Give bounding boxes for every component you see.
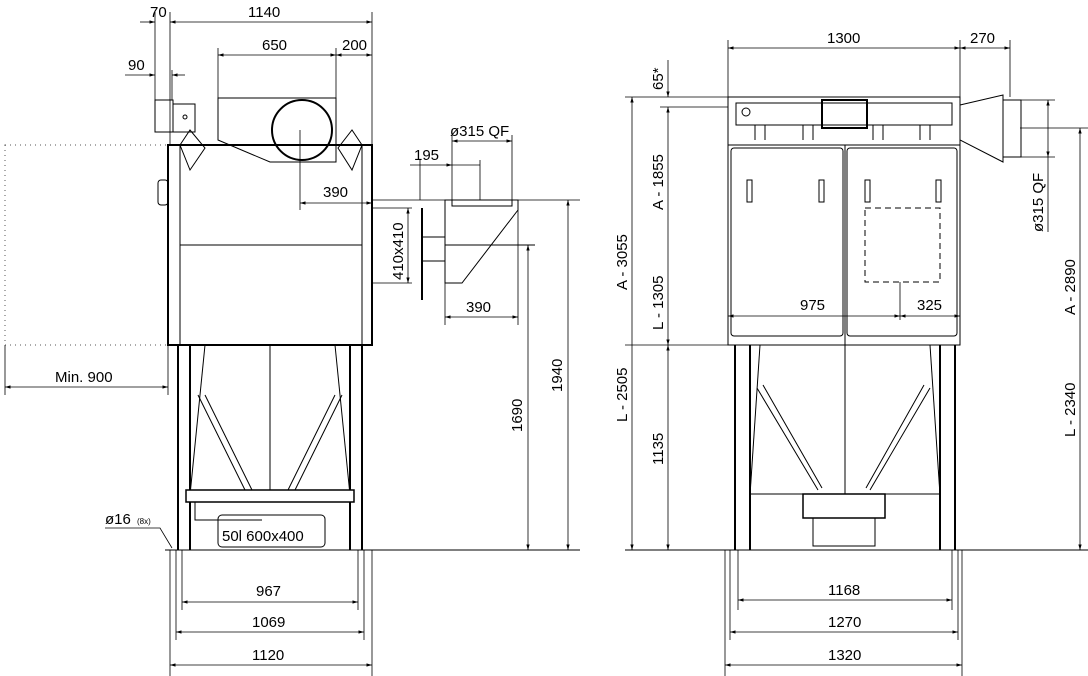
dim-410x410: 410x410 [390, 222, 407, 280]
dim-1135: 1135 [650, 433, 667, 465]
dim-l-1305: L - 1305 [650, 276, 667, 331]
dim-a-3055: A - 3055 [614, 234, 631, 290]
dim-325: 325 [917, 297, 942, 314]
dim-l-2340: L - 2340 [1062, 383, 1079, 438]
front-hopper [734, 344, 956, 550]
dim-650: 650 [262, 37, 287, 54]
front-dimensions: 1300 270 65* A - 3055 L - 2505 A - 1855 … [614, 30, 1082, 667]
dim-1120: 1120 [252, 647, 284, 664]
dim-1940: 1940 [549, 359, 566, 392]
dim-1270: 1270 [828, 614, 861, 631]
dim-70: 70 [150, 4, 167, 21]
front-body [727, 144, 961, 346]
front-manifold [727, 96, 961, 146]
dim-1140: 1140 [248, 4, 280, 21]
side-dimensions: 70 1140 650 200 90 390 410x410 ø315 QF 1… [5, 4, 570, 667]
dim-1320: 1320 [828, 647, 861, 664]
dim-975: 975 [800, 297, 825, 314]
dim-1069: 1069 [252, 614, 285, 631]
dim-min-900: Min. 900 [55, 369, 113, 386]
dim-a-1855: A - 1855 [650, 154, 667, 210]
bin-label: 50l 600x400 [222, 528, 304, 545]
dim-195: 195 [414, 147, 439, 164]
service-area [4, 144, 169, 346]
service-door-outline [864, 207, 941, 283]
front-view: 1300 270 65* A - 3055 L - 2505 A - 1855 … [614, 30, 1088, 676]
dim-270: 270 [970, 30, 995, 47]
dim-hole-16: ø16 [105, 511, 131, 528]
dim-315-qf-front: ø315 QF [1030, 173, 1047, 232]
dim-967: 967 [256, 583, 281, 600]
bin-box [217, 514, 326, 548]
side-inlet [154, 97, 363, 172]
dim-hole-count: (8x) [137, 517, 151, 526]
dim-1690: 1690 [509, 399, 526, 432]
dim-200: 200 [342, 37, 367, 54]
dim-90: 90 [128, 57, 145, 74]
side-hopper: 50l 600x400 [177, 344, 363, 550]
front-outlet [959, 94, 1022, 163]
dim-315-qf-side: ø315 QF [450, 123, 509, 140]
side-body [157, 144, 373, 346]
dim-1300: 1300 [827, 30, 860, 47]
dim-l-2505: L - 2505 [614, 368, 631, 423]
dim-390-top: 390 [323, 184, 348, 201]
dim-390-outlet: 390 [466, 299, 491, 316]
side-view: 50l 600x400 70 1140 650 200 90 390 410x4… [4, 4, 580, 676]
dim-a-2890: A - 2890 [1062, 259, 1079, 315]
dim-1168: 1168 [828, 582, 860, 599]
dim-65: 65* [650, 67, 667, 90]
